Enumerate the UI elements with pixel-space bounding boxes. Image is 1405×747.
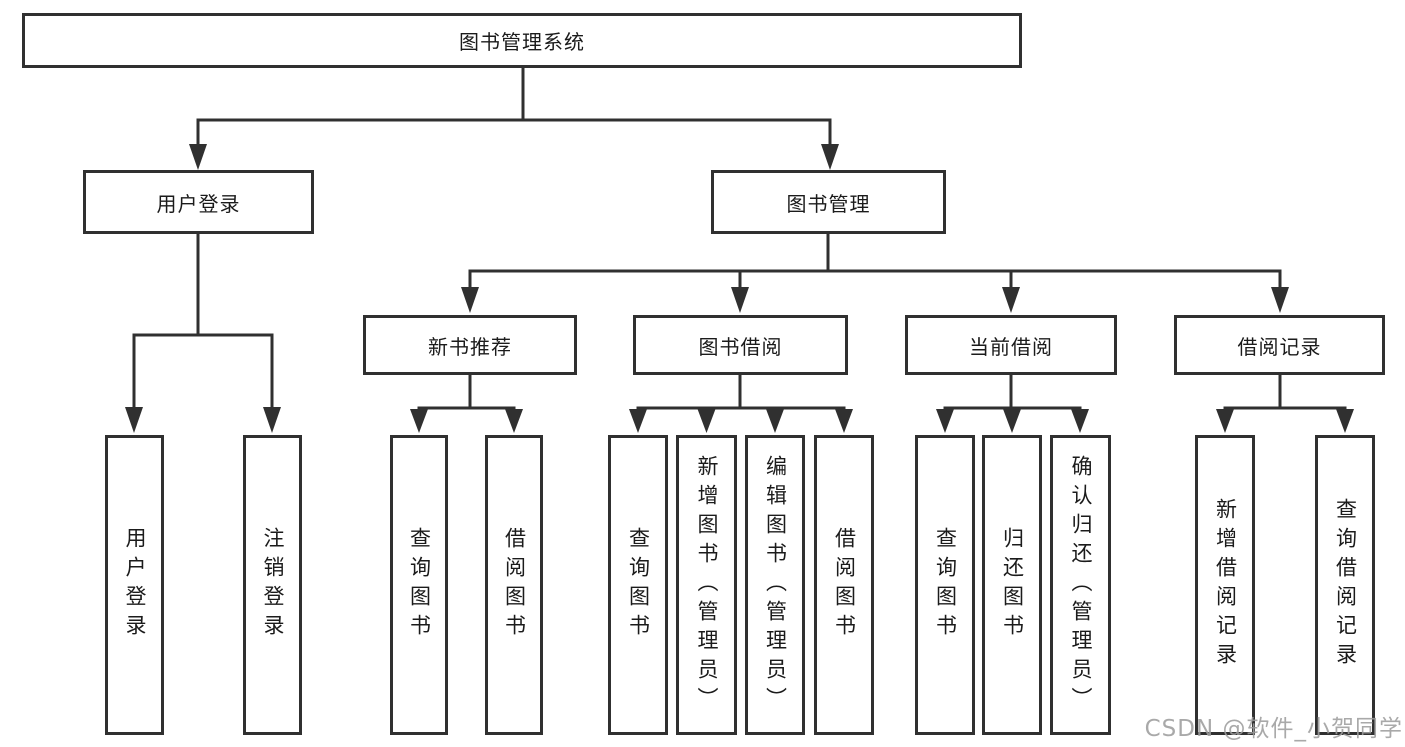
- node-book-management: 图书管理: [711, 170, 946, 234]
- leaf-br-query-record-label: 查询借阅记录: [1333, 498, 1358, 672]
- leaf-bb-edit-books-admin: 编辑图书（管理员）: [745, 435, 805, 735]
- leaf-bb-query-books: 查询图书: [608, 435, 668, 735]
- leaf-user-login: 用户登录: [105, 435, 164, 735]
- leaf-user-login-label: 用户登录: [123, 527, 147, 643]
- leaf-bb-borrow-books-label: 借阅图书: [832, 527, 857, 643]
- leaf-br-query-record: 查询借阅记录: [1315, 435, 1375, 735]
- node-new-book-recommend: 新书推荐: [363, 315, 577, 375]
- leaf-nb-query-books: 查询图书: [390, 435, 448, 735]
- leaf-cb-query-books-label: 查询图书: [933, 527, 958, 643]
- node-borrow-records-label: 借阅记录: [1237, 334, 1322, 359]
- leaf-bb-query-books-label: 查询图书: [626, 527, 651, 643]
- leaf-bb-add-books-admin: 新增图书（管理员）: [676, 435, 737, 735]
- leaf-logout: 注销登录: [243, 435, 302, 735]
- leaf-br-add-record: 新增借阅记录: [1195, 435, 1255, 735]
- node-book-borrowing: 图书借阅: [633, 315, 848, 375]
- node-current-borrowing: 当前借阅: [905, 315, 1117, 375]
- leaf-br-add-record-label: 新增借阅记录: [1213, 498, 1238, 672]
- node-book-borrowing-label: 图书借阅: [698, 334, 783, 359]
- leaf-nb-borrow-books: 借阅图书: [485, 435, 543, 735]
- node-root: 图书管理系统: [22, 13, 1022, 68]
- leaf-bb-borrow-books: 借阅图书: [814, 435, 874, 735]
- leaf-logout-label: 注销登录: [261, 527, 285, 643]
- watermark: CSDN @软件_小贺同学: [1144, 716, 1403, 742]
- node-book-management-label: 图书管理: [786, 191, 871, 216]
- leaf-nb-query-books-label: 查询图书: [407, 527, 432, 643]
- leaf-nb-borrow-books-label: 借阅图书: [502, 527, 527, 643]
- leaf-cb-return-books: 归还图书: [982, 435, 1042, 735]
- leaf-cb-query-books: 查询图书: [915, 435, 975, 735]
- leaf-cb-confirm-return-admin: 确认归还（管理员）: [1050, 435, 1111, 735]
- node-borrow-records: 借阅记录: [1174, 315, 1385, 375]
- leaf-bb-add-books-admin-label: 新增图书（管理员）: [695, 454, 719, 716]
- leaf-bb-edit-books-admin-label: 编辑图书（管理员）: [763, 454, 788, 716]
- node-user-login-label: 用户登录: [156, 191, 241, 216]
- node-root-label: 图书管理系统: [459, 30, 585, 54]
- node-new-book-recommend-label: 新书推荐: [428, 334, 512, 359]
- node-user-login: 用户登录: [83, 170, 314, 234]
- leaf-cb-confirm-return-admin-label: 确认归还（管理员）: [1069, 454, 1093, 716]
- leaf-cb-return-books-label: 归还图书: [1000, 527, 1025, 643]
- node-current-borrowing-label: 当前借阅: [969, 334, 1053, 359]
